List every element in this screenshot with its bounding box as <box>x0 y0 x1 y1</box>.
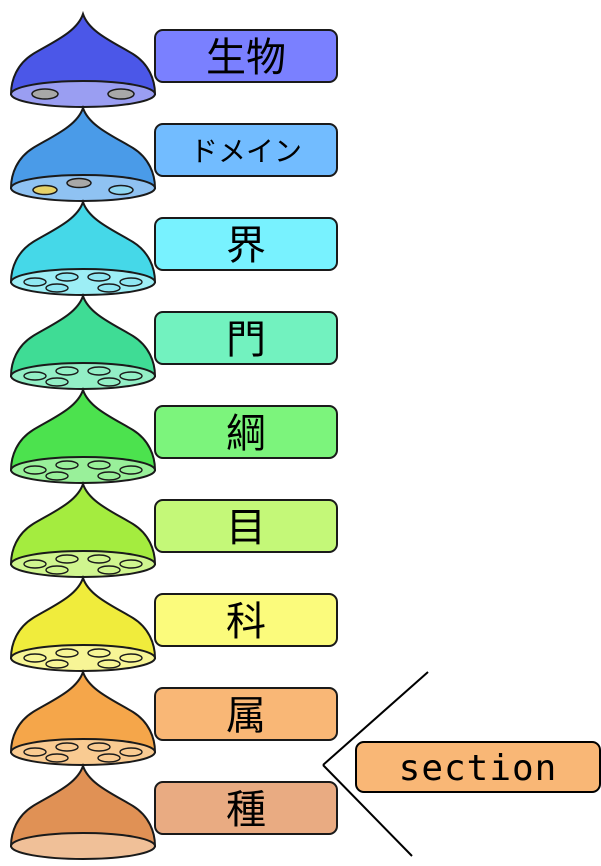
bracket-upper-line <box>322 671 429 766</box>
rim-hole <box>45 659 69 669</box>
rim-hole <box>55 742 79 752</box>
rim-hole <box>97 659 121 669</box>
rank-label: 属 <box>226 693 266 739</box>
dome-stack <box>9 10 157 860</box>
rank-box-8: 種 <box>154 781 338 835</box>
rim-hole <box>119 465 143 475</box>
rim-hole <box>119 277 143 287</box>
rank-box-bg <box>154 687 338 741</box>
rim-hole <box>45 565 69 575</box>
rim-hole <box>66 177 92 189</box>
rim-hole <box>23 559 47 569</box>
rim-hole <box>97 283 121 293</box>
rim-hole <box>45 283 69 293</box>
rim-hole <box>45 377 69 387</box>
rank-box-2: 界 <box>154 217 338 271</box>
rank-box-bg <box>154 781 338 835</box>
dome-1 <box>9 104 157 202</box>
section-label: section <box>399 748 558 789</box>
rim-hole <box>55 648 79 658</box>
rim-hole <box>107 88 135 100</box>
dome-4 <box>9 386 157 484</box>
rim-hole <box>87 272 111 282</box>
rim-hole <box>45 753 69 763</box>
dome-5 <box>9 480 157 578</box>
dome-0 <box>9 10 157 108</box>
rim-hole <box>87 742 111 752</box>
rank-box-bg <box>154 311 338 365</box>
rim-hole <box>55 272 79 282</box>
rank-label: 綱 <box>226 411 266 457</box>
rim-hole <box>119 653 143 663</box>
rank-box-6: 科 <box>154 593 338 647</box>
rim-hole <box>119 559 143 569</box>
rim-hole <box>23 653 47 663</box>
rim-hole <box>55 366 79 376</box>
section-bracket: section <box>322 671 601 857</box>
rim-hole <box>87 366 111 376</box>
section-label-box <box>355 741 601 793</box>
rim-hole <box>87 460 111 470</box>
rim-hole <box>32 184 58 196</box>
rim-hole <box>55 460 79 470</box>
rim-hole <box>23 277 47 287</box>
rank-box-bg <box>154 217 338 271</box>
rank-box-bg <box>154 499 338 553</box>
rim-hole <box>97 471 121 481</box>
dome-3 <box>9 292 157 390</box>
rank-label: 種 <box>226 787 266 833</box>
dome-2 <box>9 198 157 296</box>
rank-box-0: 生物 <box>154 29 338 83</box>
rank-label: 生物 <box>206 35 286 81</box>
rim-hole <box>119 371 143 381</box>
rank-label: 門 <box>226 317 266 363</box>
rim-hole <box>87 554 111 564</box>
rim-hole <box>108 184 134 196</box>
rim-hole <box>31 88 59 100</box>
rank-label: 科 <box>226 599 266 645</box>
dome-8 <box>9 762 157 860</box>
rim-hole <box>87 648 111 658</box>
rim-hole <box>23 465 47 475</box>
dome-6 <box>9 574 157 672</box>
rank-box-5: 目 <box>154 499 338 553</box>
rim-hole <box>23 371 47 381</box>
rank-label: 目 <box>226 505 266 551</box>
rim-hole <box>23 747 47 757</box>
rim-hole <box>97 565 121 575</box>
rim-hole <box>97 753 121 763</box>
rank-box-1: ドメイン <box>154 123 338 177</box>
rank-box-bg <box>154 593 338 647</box>
dome-rim <box>10 832 156 860</box>
rim-hole <box>97 377 121 387</box>
rim-hole <box>55 554 79 564</box>
rim-hole <box>119 747 143 757</box>
dome-7 <box>9 668 157 766</box>
rank-box-4: 綱 <box>154 405 338 459</box>
rank-box-7: 属 <box>154 687 338 741</box>
rim-hole <box>45 471 69 481</box>
rank-box-bg <box>154 29 338 83</box>
rank-label: ドメイン <box>190 135 302 168</box>
rank-box-3: 門 <box>154 311 338 365</box>
rank-label: 界 <box>226 223 266 269</box>
rank-box-bg <box>154 405 338 459</box>
bracket-lower-line <box>322 764 413 857</box>
rank-box-bg <box>154 123 338 177</box>
